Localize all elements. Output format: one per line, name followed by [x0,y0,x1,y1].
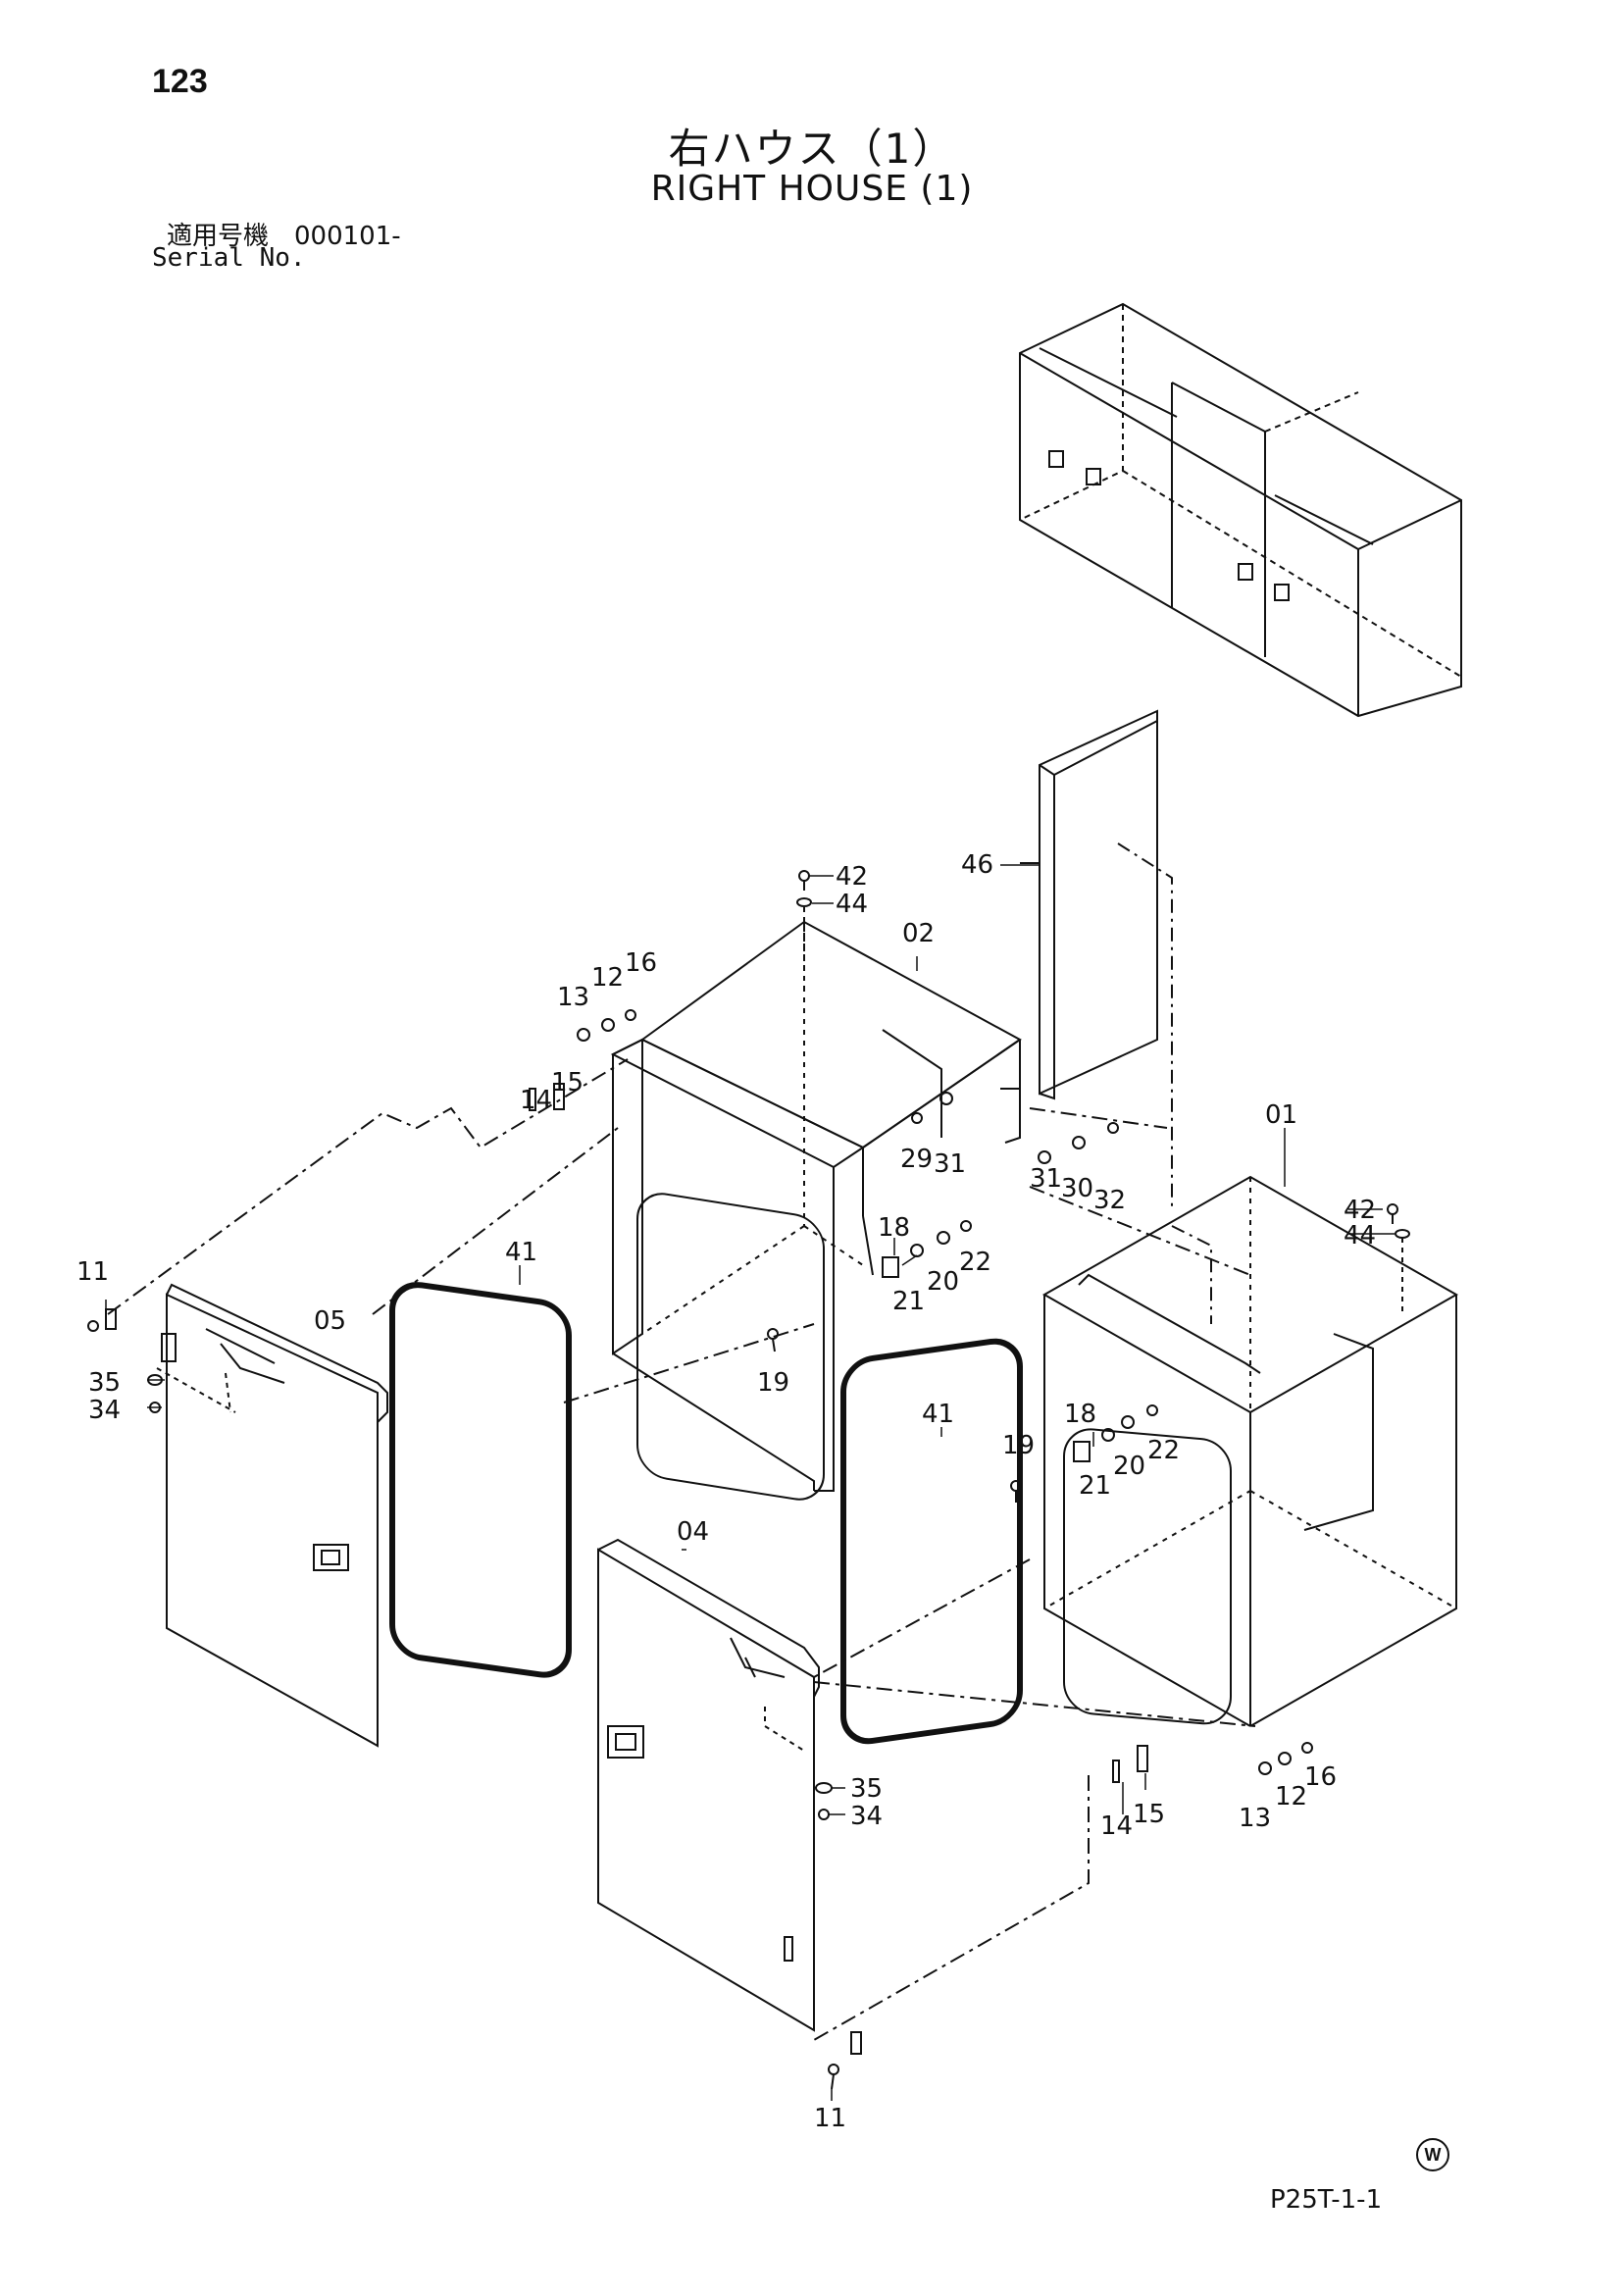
callout-34-left: 34 [88,1396,121,1425]
seal-44-left [389,1282,572,1678]
serial-label-japanese: 適用号機 000101- [167,222,401,251]
callout-41-right: 42 [1344,1196,1376,1225]
watermark-w-symbol: W [1416,2138,1449,2171]
callout-20-right: 20 [1113,1452,1145,1481]
callout-21-mid: 21 [892,1287,925,1316]
callout-42-top: 44 [836,890,868,919]
callout-04: 04 [677,1517,709,1547]
callout-11-low: 11 [814,2104,846,2133]
callout-46: 46 [961,850,993,880]
callout-15-low: 15 [1133,1800,1165,1829]
callout-18-right: 18 [1064,1400,1096,1429]
callout-20-mid: 20 [927,1267,959,1297]
page-title-japanese: 右ハウス（1） [668,125,956,173]
callout-21-right: 21 [1079,1471,1111,1501]
callout-19-right: 19 [1002,1431,1035,1460]
callout-19-mid: 19 [757,1368,789,1398]
callout-13-top: 13 [557,983,589,1012]
panel-46 [1020,709,1173,1206]
callout-22-mid: 22 [959,1248,991,1277]
callout-41-top: 42 [836,862,868,892]
callout-leaders [105,864,1395,2101]
overview-thumbnail [1019,302,1462,718]
frame-01 [1041,1175,1459,1727]
callout-labels: 46 42 44 02 16 12 13 15 14 29 31 01 31 3… [76,850,1376,2133]
page-number: 123 [152,63,208,100]
callout-29: 29 [900,1145,933,1174]
callout-16-top: 16 [625,948,657,978]
callout-05: 05 [314,1306,346,1336]
exploded-assembly-lines [107,1058,1256,2041]
callout-02: 02 [902,919,935,948]
callout-16-low: 16 [1304,1762,1337,1792]
door-04 [597,1538,820,2032]
callout-14-low: 14 [1100,1811,1133,1841]
seal-44-right [840,1338,1023,1745]
callout-34-low: 34 [850,1802,883,1831]
callout-31-mid: 31 [1030,1164,1062,1194]
callout-18-mid: 18 [878,1213,910,1243]
serial-label-english: Serial No. [152,243,306,273]
callout-30: 30 [1061,1174,1093,1203]
callout-13-low: 13 [1239,1804,1271,1833]
callout-35-low: 35 [850,1774,883,1804]
callout-15-top: 15 [551,1068,584,1097]
door-05 [156,1283,388,1748]
callout-12-top: 12 [591,963,624,993]
callout-11-top: 11 [76,1257,109,1287]
frame-02 [610,920,1022,1501]
callout-32: 32 [1093,1186,1126,1215]
page-code: P25T-1-1 [1270,2185,1383,2215]
callout-35-left: 35 [88,1368,121,1398]
callout-01: 01 [1265,1100,1297,1130]
callout-31-top: 31 [934,1149,966,1179]
callout-22-right: 22 [1147,1436,1180,1465]
callout-14-top: 14 [520,1086,552,1115]
callout-44-left: 41 [505,1238,537,1267]
callout-12-low: 12 [1275,1782,1307,1811]
callout-44-right: 41 [922,1400,954,1429]
page-title-english: RIGHT HOUSE (1) [650,169,974,209]
callout-42-right: 44 [1344,1221,1376,1250]
hardware-items [87,870,1410,2090]
